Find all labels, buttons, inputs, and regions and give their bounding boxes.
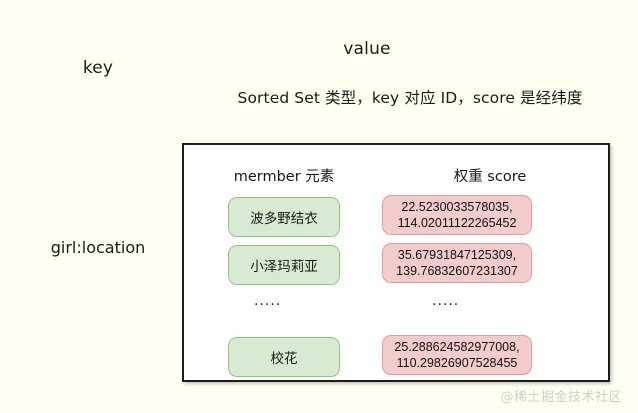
column-header-score: 权重 score: [453, 169, 527, 185]
score-badge: 22.5230033578035, 114.02011122265452: [382, 195, 532, 235]
member-badge: 波多野结衣: [228, 197, 340, 237]
column-header-member: mermber 元素: [233, 169, 335, 185]
table-row: 波多野结衣 22.5230033578035, 114.020111222654…: [184, 195, 612, 237]
table-row: 校花 25.288624582977008, 110.2982690752845…: [184, 335, 612, 377]
value-description: Sorted Set 类型，key 对应 ID，score 是经纬度: [237, 89, 583, 107]
key-name-label: girl:location: [50, 238, 146, 257]
key-heading: key: [82, 58, 114, 78]
score-ellipsis: .....: [432, 293, 460, 309]
member-ellipsis: .....: [254, 293, 282, 309]
watermark: @稀土掘金技术社区: [500, 390, 622, 405]
score-badge: 25.288624582977008, 110.29826907528455: [382, 335, 532, 375]
member-badge: 校花: [228, 337, 340, 377]
member-badge: 小泽玛莉亚: [228, 245, 340, 285]
value-table-box: mermber 元素 权重 score 波多野结衣 22.52300335780…: [182, 143, 610, 382]
table-row: 小泽玛莉亚 35.67931847125309, 139.76832607231…: [184, 243, 612, 285]
score-badge: 35.67931847125309, 139.76832607231307: [382, 243, 532, 283]
value-heading: value: [343, 39, 391, 59]
table-row-ellipsis: ..... .....: [184, 293, 612, 313]
